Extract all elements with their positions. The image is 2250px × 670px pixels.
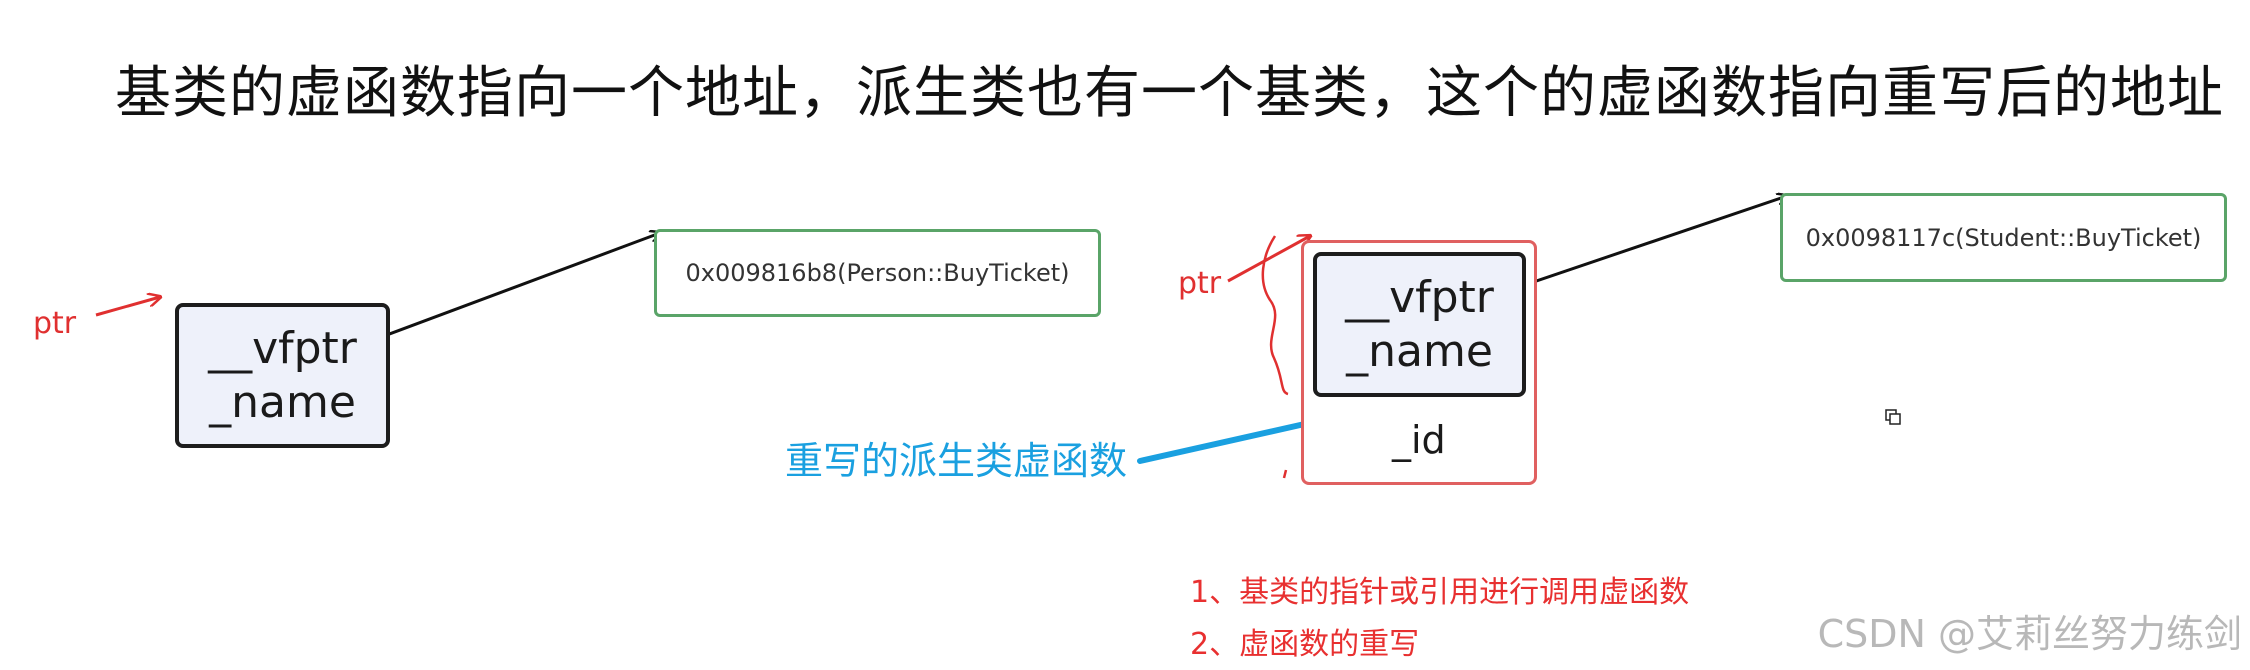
base-vfptr-field: __vfptr [208,322,357,374]
derived-name-field: _name [1346,325,1493,377]
note-item-1: 1、基类的指针或引用进行调用虚函数 [1190,575,1690,610]
base-ptr-label: ptr [33,306,77,341]
derived-base-subobject: __vfptr _name [1313,252,1526,397]
base-object-box: __vfptr _name [175,303,390,448]
override-pointer-line [1137,418,1321,464]
derived-ptr-arrow [1227,236,1310,283]
red-scribble [1261,235,1289,479]
base-vfptr-arrow [367,233,660,344]
page-title: 基类的虚函数指向一个地址，派生类也有一个基类，这个的虚函数指向重写后的地址 [115,61,2224,126]
override-function-label: 重写的派生类虚函数 [785,439,1128,483]
base-ptr-arrow [95,297,160,317]
watermark: CSDN @艾莉丝努力练剑 [1817,612,2242,656]
base-name-field: _name [209,376,356,428]
derived-id-field: _id [1392,418,1446,462]
derived-address-box: 0x0098117c(Student::BuyTicket) [1780,193,2227,282]
note-item-2: 2、虚函数的重写 [1190,627,1420,662]
base-address-box: 0x009816b8(Person::BuyTicket) [654,229,1101,317]
derived-vfptr-arrow [1494,196,1787,297]
copy-icon [1885,409,1901,425]
derived-address-text: 0x0098117c(Student::BuyTicket) [1805,223,2202,252]
base-address-text: 0x009816b8(Person::BuyTicket) [685,259,1070,287]
derived-ptr-label: ptr [1178,266,1222,301]
derived-vfptr-field: __vfptr [1345,271,1494,323]
